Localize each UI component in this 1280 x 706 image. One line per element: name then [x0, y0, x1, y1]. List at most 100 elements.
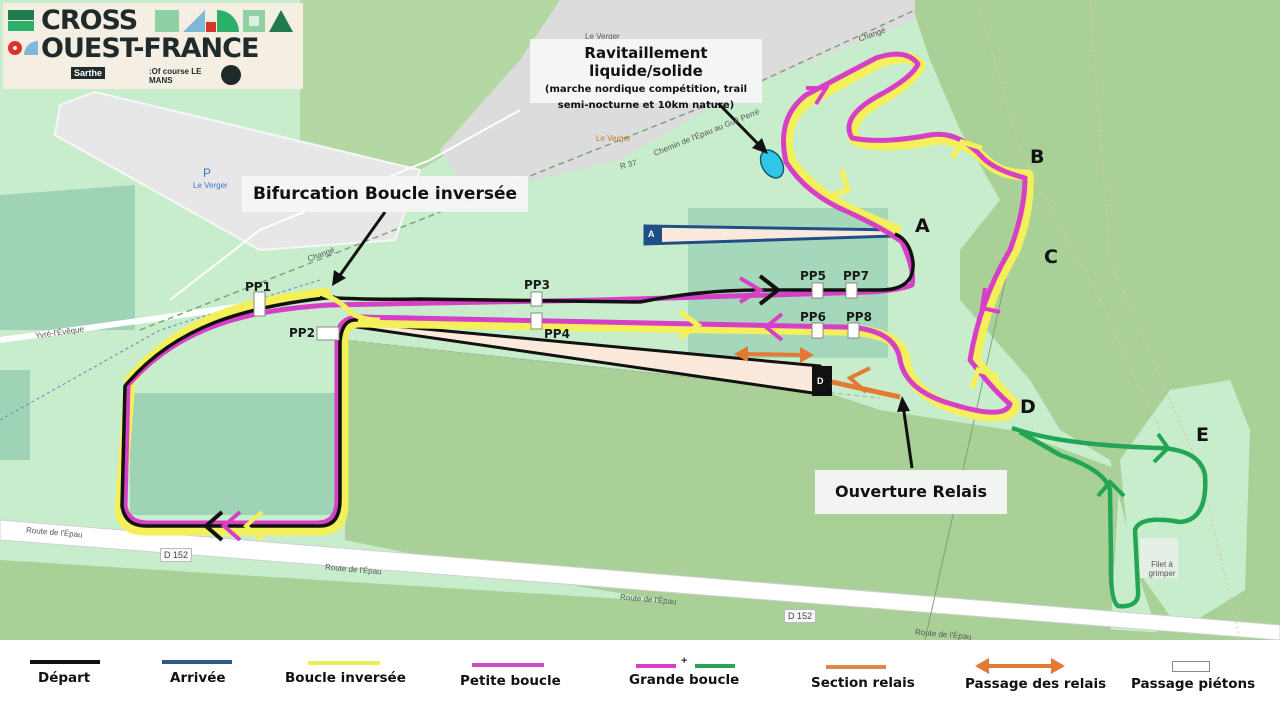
bifurcation-route — [319, 290, 381, 323]
chevron-up-icon — [1096, 479, 1126, 498]
checkpoint-d: D — [1020, 396, 1036, 418]
ouverture-pointer — [901, 404, 914, 469]
pp4-label: PP4 — [544, 327, 570, 341]
legend-label-passage-pietons: Passage piétons — [1131, 676, 1256, 692]
depart-route-north — [319, 232, 915, 304]
logo-ring — [8, 41, 22, 55]
legend-swatch-boucle-inversee — [308, 661, 380, 665]
legend-label-petite-boucle: Petite boucle — [460, 673, 561, 689]
trail-path-2 — [1089, 0, 1241, 640]
pp1-label: PP1 — [245, 280, 271, 294]
passage-relais-head-left — [734, 346, 748, 362]
logo-shape — [8, 10, 34, 20]
legend-plus: + — [681, 655, 688, 667]
logo-shape — [24, 41, 38, 55]
ravitaillement-pointer — [716, 101, 764, 150]
checkpoint-e: E — [1196, 424, 1209, 446]
chevron-left-icon — [762, 312, 784, 342]
bifurcation-callout: Bifurcation Boucle inversée — [242, 176, 528, 212]
parking-label: Le Verger — [193, 181, 228, 190]
chevron-left-icon — [202, 510, 224, 542]
yvre-road — [0, 302, 251, 343]
chevron-left-icon — [220, 510, 242, 542]
logo-partner-sarthe: Sarthe — [71, 67, 106, 79]
pp1-box — [253, 291, 266, 317]
legend-label-grande-boucle: Grande boucle — [629, 672, 740, 688]
legend-swatch-section-relais — [826, 665, 886, 669]
pp5-box — [811, 282, 824, 299]
forest-north — [300, 0, 560, 170]
pp3-box — [530, 291, 543, 307]
logo-partner-lemans: :Of course LE MANS — [149, 67, 202, 85]
pp6-box — [811, 322, 824, 339]
d152-badge-2: D 152 — [784, 609, 817, 623]
d152-badge-1: D 152 — [160, 548, 193, 562]
legend-swatch-passage-pietons — [1172, 661, 1210, 672]
chevron-icon — [949, 139, 983, 160]
pp5-label: PP5 — [800, 269, 826, 283]
passage-relais-head-right — [800, 347, 814, 363]
depart-route-loop — [120, 295, 359, 528]
ravitaillement-line1: (marche nordique compétition, trail — [544, 84, 748, 95]
chevron-icon — [806, 86, 830, 106]
blue-path — [0, 279, 321, 421]
chevron-right-icon — [1152, 432, 1171, 464]
water-area-2 — [130, 393, 335, 515]
logo-shape — [217, 10, 239, 32]
pp2-box — [316, 326, 340, 341]
checkpoint-c: C — [1044, 246, 1058, 268]
pp2-label: PP2 — [289, 326, 315, 340]
legend-swatch-depart — [30, 660, 100, 664]
legend-swatch-petite-boucle — [472, 663, 544, 667]
forest-bottom — [0, 570, 900, 640]
legend: Départ Arrivée Boucle inversée Petite bo… — [0, 640, 1280, 706]
climbing-area — [1140, 538, 1178, 578]
chevron-right-icon — [758, 274, 782, 306]
legend-label-arrivee: Arrivée — [170, 670, 226, 686]
logo-line2: OUEST-FRANCE — [41, 33, 259, 64]
ravitaillement-line2: semi-nocturne et 10km nature) — [557, 100, 735, 111]
depart-marker — [812, 366, 832, 396]
chevron-left-icon — [242, 510, 264, 542]
bifurcation-pointer — [336, 211, 387, 279]
chevron-right-icon — [738, 276, 764, 304]
checkpoint-b: B — [1030, 146, 1045, 168]
boucle-inversee-route — [114, 52, 1034, 536]
r37-path — [139, 9, 916, 331]
checkpoint-a: A — [915, 215, 930, 237]
arrow-head-icon — [897, 396, 910, 412]
poi-label: Le Verger — [596, 134, 631, 143]
chevron-icon — [827, 169, 852, 199]
route-de-l-epau — [0, 519, 1280, 640]
legend-swatch-grande-boucle-green — [695, 664, 735, 668]
pp8-label: PP8 — [846, 310, 872, 324]
arrow-head-icon — [332, 270, 346, 286]
logo-shape — [243, 10, 265, 32]
parking-symbol: P — [203, 166, 212, 180]
legend-swatch-arrivee — [162, 660, 232, 664]
arrivee-marker — [644, 225, 662, 245]
cross-ouest-france-logo: CROSS OUEST-FRANCE Sarthe :Of course LE … — [3, 3, 303, 89]
legend-label-boucle-inversee: Boucle inversée — [285, 670, 406, 686]
logo-shape — [183, 10, 205, 32]
double-arrow-icon — [975, 658, 1065, 674]
arrivee-marker-label: A — [648, 229, 655, 239]
legend-label-depart: Départ — [38, 670, 91, 686]
passage-relais-arrow — [741, 352, 807, 357]
pp7-box — [845, 282, 858, 299]
logo-shape — [155, 10, 179, 32]
logo-partner-credit-mutuel — [221, 65, 241, 85]
legend-label-passage-relais: Passage des relais — [965, 676, 1107, 692]
legend-label-section-relais: Section relais — [811, 675, 915, 691]
filet-label: Filet à grimper — [1148, 560, 1176, 578]
water-area-3 — [0, 370, 30, 460]
legend-swatch-grande-boucle-magenta — [636, 664, 676, 668]
pp3-label: PP3 — [524, 278, 550, 292]
logo-line1: CROSS — [41, 5, 138, 36]
chevron-right-icon — [678, 309, 703, 341]
grande-boucle-route — [1011, 425, 1208, 609]
ouverture-relais-callout: Ouverture Relais — [815, 470, 1007, 514]
pp4-box — [530, 312, 543, 330]
trail-path-1 — [979, 9, 1161, 431]
ravitaillement-callout: Ravitaillement liquide/solide (marche no… — [530, 39, 762, 111]
